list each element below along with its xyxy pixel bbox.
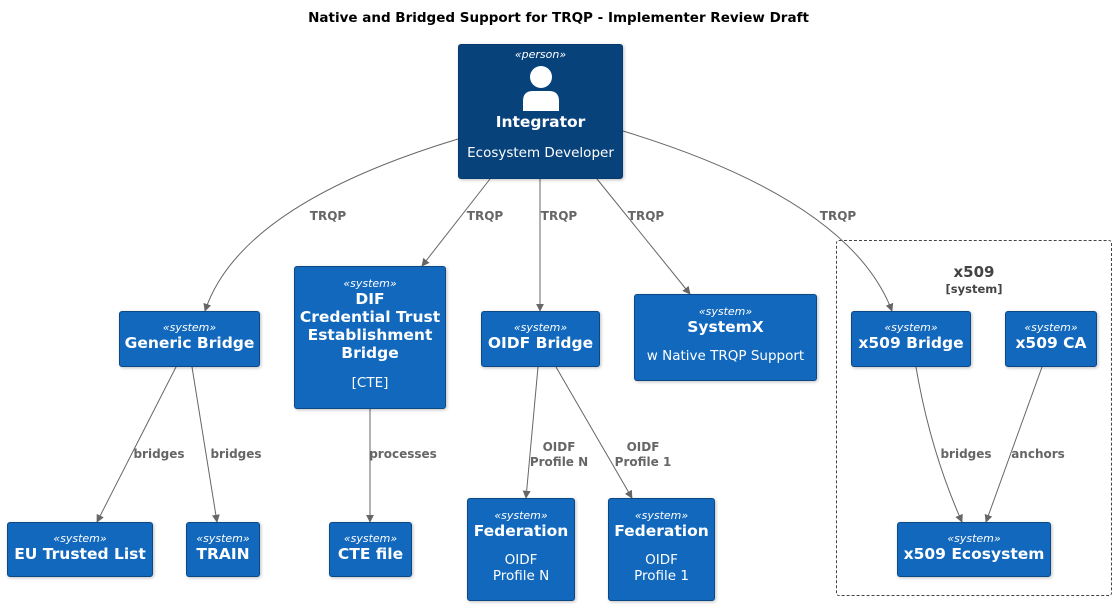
generic-bridge-stereotype: «system» <box>162 321 217 334</box>
federation-n-node[interactable]: «system» Federation OIDF Profile N <box>467 498 575 601</box>
edge-x509-ca-to-x509-ecosystem <box>984 366 1043 523</box>
eu-trusted-list-stereotype: «system» <box>53 532 107 545</box>
boundary-name: x509 <box>953 263 995 281</box>
generic-bridge-node[interactable]: «system» Generic Bridge <box>119 311 260 367</box>
x509-ca-stereotype: «system» <box>1024 321 1078 334</box>
generic-bridge-name: Generic Bridge <box>124 334 255 352</box>
edge-oidf-bridge-to-federation-n <box>522 366 539 499</box>
diagram-title: Native and Bridged Support for TRQP - Im… <box>308 10 809 26</box>
edge-integrator-to-systemx <box>596 178 691 295</box>
federation-n-stereotype: «system» <box>494 509 548 522</box>
edge-label-dif-cte: processes <box>369 447 437 461</box>
integrator-stereotype: «person» <box>514 48 567 61</box>
eu-trusted-list-name: EU Trusted List <box>14 545 146 563</box>
integrator-name: Integrator <box>495 113 586 131</box>
eu-trusted-list-node[interactable]: «system» EU Trusted List <box>7 522 153 577</box>
federation-1-node[interactable]: «system» Federation OIDF Profile 1 <box>608 498 715 601</box>
integrator-description: Ecosystem Developer <box>467 145 614 161</box>
edge-oidf-bridge-to-federation-1 <box>555 366 633 499</box>
edge-label-integrator-generic: TRQP <box>309 209 347 223</box>
x509-bridge-node[interactable]: «system» x509 Bridge <box>851 311 971 367</box>
edge-label-integrator-dif: TRQP <box>466 209 504 223</box>
dif-bridge-name: DIF Credential Trust Establishment Bridg… <box>299 290 441 362</box>
x509-bridge-stereotype: «system» <box>884 321 938 334</box>
edge-label-oidf-fed-1: OIDF Profile 1 <box>614 440 672 469</box>
cte-file-stereotype: «system» <box>343 532 398 545</box>
dif-bridge-stereotype: «system» <box>343 277 397 290</box>
edge-generic-bridge-to-train <box>191 366 220 523</box>
oidf-bridge-name: OIDF Bridge <box>487 334 594 352</box>
dif-bridge-description: [CTE] <box>351 375 389 391</box>
oidf-bridge-stereotype: «system» <box>513 321 568 334</box>
edge-x509-bridge-to-x509-ecosystem <box>915 366 963 523</box>
train-node[interactable]: «system» TRAIN <box>186 522 260 577</box>
systemx-name: SystemX <box>687 318 764 336</box>
person-icon <box>522 66 559 111</box>
x509-boundary: x509 [system] <box>836 240 1112 596</box>
edge-integrator-to-dif-bridge <box>421 178 491 267</box>
dif-bridge-node[interactable]: «system» DIF Credential Trust Establishm… <box>294 266 446 409</box>
systemx-stereotype: «system» <box>698 305 753 318</box>
train-stereotype: «system» <box>196 532 250 545</box>
edge-label-integrator-systemx: TRQP <box>627 209 665 223</box>
edge-label-generic-eu: bridges <box>133 447 185 461</box>
x509-bridge-name: x509 Bridge <box>858 334 964 352</box>
federation-n-description: OIDF Profile N <box>492 552 550 584</box>
edge-integrator-to-x509-bridge <box>622 130 894 312</box>
train-name: TRAIN <box>196 545 250 563</box>
oidf-bridge-node[interactable]: «system» OIDF Bridge <box>481 311 600 367</box>
edge-generic-bridge-to-eu-trusted-list <box>96 366 177 523</box>
edge-label-integrator-x509: TRQP <box>819 209 857 223</box>
edge-label-oidf-fed-n: OIDF Profile N <box>529 440 589 469</box>
federation-n-name: Federation <box>473 522 569 540</box>
integrator-node[interactable]: «person» Integrator Ecosystem Developer <box>458 44 623 179</box>
edge-label-integrator-oidf: TRQP <box>540 209 578 223</box>
x509-ecosystem-stereotype: «system» <box>947 532 1001 545</box>
cte-file-name: CTE file <box>337 545 404 563</box>
federation-1-stereotype: «system» <box>634 509 689 522</box>
federation-1-name: Federation <box>614 522 709 540</box>
boundary-type: [system] <box>945 282 1003 296</box>
edge-label-generic-train: bridges <box>210 447 262 461</box>
x509-ecosystem-node[interactable]: «system» x509 Ecosystem <box>897 522 1051 577</box>
systemx-description: w Native TRQP Support <box>646 348 805 364</box>
federation-1-description: OIDF Profile 1 <box>634 552 689 584</box>
edge-label-x509-bridge-eco: bridges <box>940 447 992 461</box>
systemx-node[interactable]: «system» SystemX w Native TRQP Support <box>634 294 817 381</box>
x509-ecosystem-name: x509 Ecosystem <box>903 545 1045 563</box>
x509-ca-node[interactable]: «system» x509 CA <box>1005 311 1097 367</box>
cte-file-node[interactable]: «system» CTE file <box>329 522 412 577</box>
x509-ca-name: x509 CA <box>1015 334 1087 352</box>
edge-integrator-to-generic-bridge <box>203 138 459 312</box>
edge-label-x509-ca-eco: anchors <box>1011 447 1065 461</box>
